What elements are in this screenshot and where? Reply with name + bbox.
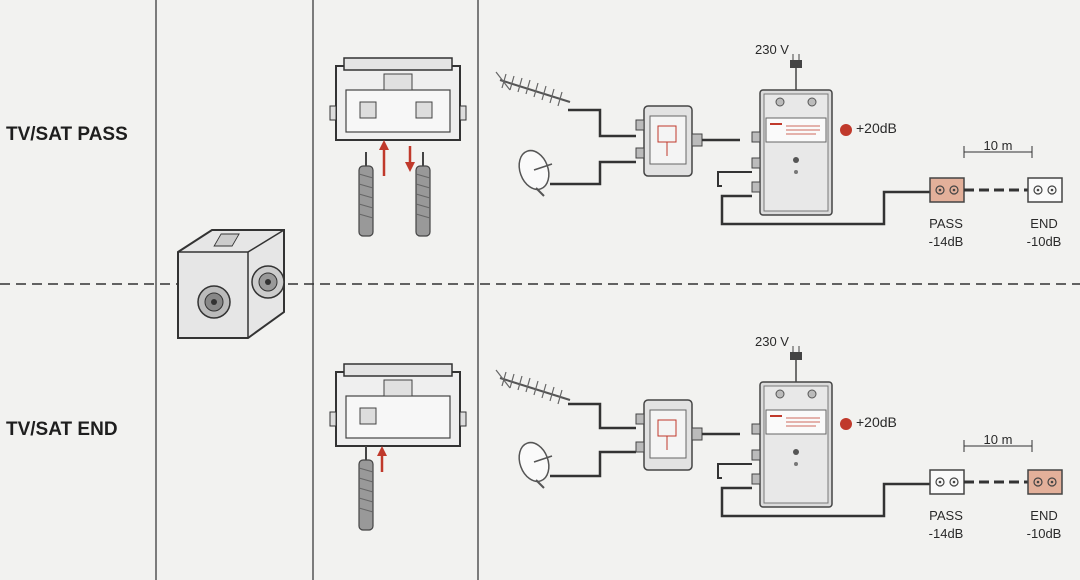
distance-label: 10 m (983, 432, 1013, 447)
satellite-dish-icon (513, 145, 555, 197)
end-socket-highlighted-icon (1027, 469, 1063, 495)
end-socket-name: END (1030, 216, 1058, 231)
gain-indicator-icon (840, 124, 852, 136)
socket-module-illustration (177, 229, 285, 339)
cable-plug-icon (358, 151, 374, 237)
pass-socket-highlighted-icon (929, 177, 965, 203)
row-end-assembly (329, 363, 467, 531)
insert-arrow-up-icon (379, 140, 389, 176)
end-left-port-icon (359, 407, 377, 425)
pass-socket-name: PASS (929, 508, 963, 523)
pass-socket-name: PASS (929, 216, 963, 231)
end-socket-name: END (1030, 508, 1058, 523)
cable-plug-icon (358, 445, 374, 531)
row-pass-wiring (495, 53, 1063, 226)
voltage-label: 230 V (755, 334, 789, 349)
row-title-end: TV/SAT END (6, 419, 118, 440)
terrestrial-antenna-icon (495, 369, 571, 405)
end-socket-icon (1027, 177, 1063, 203)
pass-left-port-icon (359, 101, 377, 119)
pass-right-port-icon (415, 101, 433, 119)
end-socket-loss: -10dB (1026, 526, 1062, 541)
voltage-label: 230 V (755, 42, 789, 57)
distance-label: 10 m (983, 138, 1013, 153)
remove-arrow-down-icon (405, 146, 415, 172)
amplifier-icon (751, 53, 833, 216)
row-end-wiring (495, 345, 1063, 518)
multiswitch-icon (635, 105, 703, 177)
gain-label: +20dB (856, 120, 897, 136)
pass-socket-loss: -14dB (928, 234, 964, 249)
amplifier-icon (751, 345, 833, 508)
panel-dividers (155, 0, 479, 580)
end-socket-loss: -10dB (1026, 234, 1062, 249)
insert-arrow-up-icon (377, 446, 387, 472)
cable-plug-icon (415, 151, 431, 237)
row-pass-assembly (329, 57, 467, 237)
terrestrial-antenna-icon (495, 71, 571, 107)
satellite-dish-icon (513, 437, 555, 489)
row-title-pass: TV/SAT PASS (6, 124, 128, 145)
gain-label: +20dB (856, 414, 897, 430)
multiswitch-icon (635, 399, 703, 471)
gain-indicator-icon (840, 418, 852, 430)
pass-socket-loss: -14dB (928, 526, 964, 541)
pass-socket-icon (929, 469, 965, 495)
